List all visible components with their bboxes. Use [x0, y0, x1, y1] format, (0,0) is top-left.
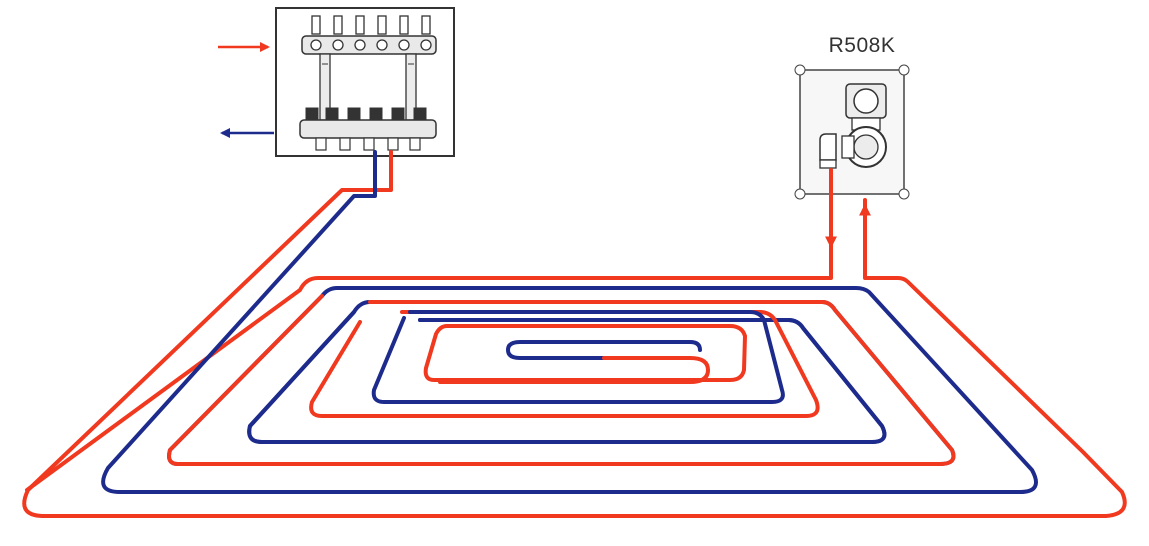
manifold-unit	[275, 7, 455, 157]
return-pipe-core	[506, 340, 702, 360]
manifold-bottom-valves	[305, 107, 427, 121]
device-model-label: R508K	[828, 34, 896, 57]
supply-pipe-core	[438, 356, 710, 384]
floor-heating-loop	[22, 150, 1127, 518]
return-pipe-ring-2	[247, 310, 887, 444]
supply-pipe-outer	[22, 150, 1127, 518]
return-pipe-ring-3	[371, 310, 785, 404]
manifold-top-valves	[310, 15, 432, 51]
supply-pipe-ring-1	[167, 294, 956, 466]
r508k-device	[794, 64, 910, 200]
supply-pipe-ring-2	[309, 310, 820, 418]
supply-pipe-inner	[423, 324, 747, 382]
supply-pipe-device-down	[25, 168, 833, 492]
